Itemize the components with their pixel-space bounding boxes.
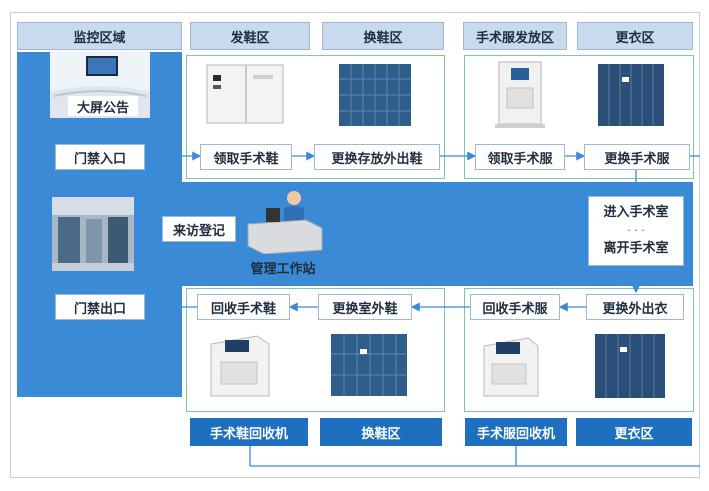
step-change-outdoor-shoes: 更换室外鞋 xyxy=(318,294,412,320)
step-get-surgical-gown: 领取手术服 xyxy=(475,144,565,170)
diagram-frame xyxy=(10,12,700,478)
screen-notice-label: 大屏公告 xyxy=(68,96,138,116)
visitor-registration-label: 来访登记 xyxy=(162,216,236,242)
shoe-change-locker xyxy=(331,334,407,396)
leave-or-label: 离开手术室 xyxy=(603,241,669,256)
header-monitor-zone: 监控区域 xyxy=(17,22,182,50)
changing-room-locker xyxy=(595,334,665,398)
enter-or-label: 进入手术室 xyxy=(603,205,669,220)
shoe-recycler-machine xyxy=(210,335,270,397)
shoe-dispenser-machine xyxy=(206,64,284,124)
bottom-label-gown-recycler: 手术服回收机 xyxy=(465,418,567,446)
transit-dots: · · · xyxy=(627,224,645,237)
step-change-surgical-gown: 更换手术服 xyxy=(584,144,690,170)
entry-gate-label: 门禁入口 xyxy=(55,144,145,170)
header-shoe-change-zone: 换鞋区 xyxy=(322,22,444,50)
management-workstation-illustration xyxy=(247,191,323,254)
header-changing-room-zone: 更衣区 xyxy=(577,22,693,50)
step-store-outer-shoes: 更换存放外出鞋 xyxy=(314,144,440,170)
gown-dispenser-machine xyxy=(495,61,545,128)
gate-photo-illustration xyxy=(52,197,134,271)
step-get-surgical-shoes: 领取手术鞋 xyxy=(200,144,292,170)
shoe-locker-cabinet xyxy=(339,64,411,126)
step-return-gown: 回收手术服 xyxy=(470,294,560,320)
step-change-outer-clothes: 更换外出衣 xyxy=(586,294,684,320)
bottom-label-shoe-recycler: 手术鞋回收机 xyxy=(190,418,308,446)
gown-recycler-machine xyxy=(483,337,539,397)
bottom-label-changing-room-zone: 更衣区 xyxy=(576,418,692,446)
or-transit-box: 进入手术室 · · · 离开手术室 xyxy=(588,196,684,266)
header-shoe-issue-zone: 发鞋区 xyxy=(190,22,310,50)
management-workstation-label: 管理工作站 xyxy=(250,261,316,277)
step-return-shoes: 回收手术鞋 xyxy=(197,294,290,320)
exit-gate-label: 门禁出口 xyxy=(55,294,145,320)
header-gown-issue-zone: 手术服发放区 xyxy=(463,22,567,50)
gown-locker-cabinet xyxy=(598,64,664,126)
bottom-label-shoe-change-zone: 换鞋区 xyxy=(320,418,442,446)
